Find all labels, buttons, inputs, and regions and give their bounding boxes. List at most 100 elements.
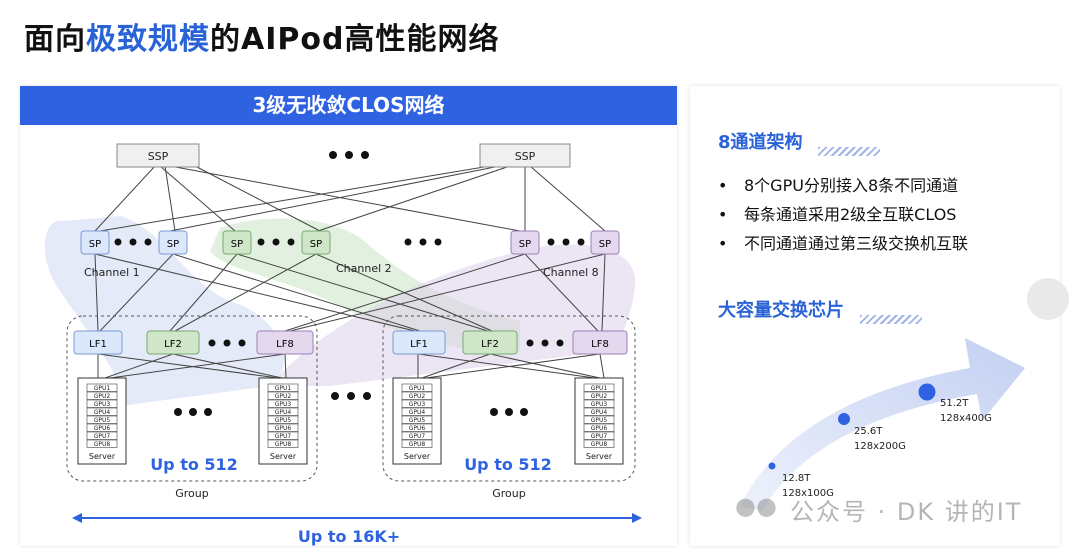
growth-arrow	[740, 338, 1025, 511]
sp-node: SP	[301, 230, 331, 255]
gpu-label: GPU4	[94, 409, 111, 416]
bullet-item: 8个GPU分别接入8条不同通道	[718, 171, 968, 200]
gpu-label: GPU1	[94, 385, 111, 392]
gpu-slot	[583, 415, 615, 424]
gpu-slot	[401, 431, 433, 440]
gpu-slot	[267, 415, 299, 424]
group-label: Group	[492, 487, 526, 500]
svg-text:LF1: LF1	[410, 339, 428, 350]
gpu-slot	[86, 439, 118, 448]
channel-label: Channel 2	[336, 262, 392, 275]
sp-node: SP	[80, 230, 110, 255]
leaf-node: LF2	[146, 330, 200, 355]
leaf-server-links	[97, 353, 605, 379]
gpu-label: GPU6	[591, 425, 608, 432]
server-label: Server	[586, 452, 613, 461]
leaf-node: LF8	[572, 330, 628, 355]
gpu-slot	[86, 423, 118, 432]
bullet-item: 每条通道采用2级全互联CLOS	[718, 200, 968, 229]
gpu-slot	[267, 423, 299, 432]
gpu-label: GPU6	[275, 425, 292, 432]
ssp-ellipsis	[329, 151, 369, 159]
gpu-slot	[401, 391, 433, 400]
sp-node: SP	[590, 230, 620, 255]
svg-text:LF1: LF1	[89, 339, 107, 350]
svg-text:SP: SP	[89, 239, 101, 250]
svg-text:SSP: SSP	[515, 150, 536, 163]
chip-spec: 128x100G	[782, 488, 834, 499]
ssp-links	[94, 165, 606, 232]
chip-dot	[768, 462, 776, 470]
gpu-label: GPU5	[409, 417, 426, 424]
gpu-label: GPU5	[275, 417, 292, 424]
gpu-slot	[401, 399, 433, 408]
gpu-label: GPU8	[409, 441, 426, 448]
total-capacity: Up to 16K+	[298, 527, 400, 546]
gpu-label: GPU3	[591, 401, 608, 408]
clos-network-panel: 3级无收敛CLOS网络	[20, 86, 677, 546]
gpu-slot	[401, 383, 433, 392]
sp-node: SP	[158, 230, 188, 255]
chip-dot	[918, 383, 936, 401]
gpu-label: GPU7	[275, 433, 292, 440]
title-hatch	[818, 147, 880, 156]
wechat-icon: ●●	[735, 492, 777, 520]
chip-growth-graphic: 12.8T 128x100G 25.6T 128x200G 51.2T 128x…	[740, 338, 1025, 511]
gpu-slot	[267, 407, 299, 416]
gpu-slot	[401, 439, 433, 448]
group-box	[66, 315, 318, 482]
gpu-slot	[86, 399, 118, 408]
right-panel: 8通道架构 8个GPU分别接入8条不同通道 每条通道采用2级全互联CLOS 不同…	[690, 86, 1060, 546]
gpu-slot	[267, 383, 299, 392]
gpu-label: GPU5	[591, 417, 608, 424]
chip-spec: 128x200G	[854, 441, 906, 452]
svg-text:LF2: LF2	[164, 339, 182, 350]
gpu-slot	[583, 407, 615, 416]
svg-text:LF8: LF8	[276, 339, 294, 350]
panel-header: 3级无收敛CLOS网络	[20, 86, 677, 125]
channel-8-blob	[270, 244, 636, 386]
page-title: 面向极致规模的AIPod高性能网络	[24, 22, 500, 57]
gpu-label: GPU7	[94, 433, 111, 440]
ssp-node: SSP	[116, 143, 200, 168]
gpu-label: GPU8	[94, 441, 111, 448]
chip-capacity: 12.8T	[782, 473, 811, 484]
gpu-label: GPU1	[409, 385, 426, 392]
bullet-item: 不同通道通过第三级交换机互联	[718, 229, 968, 258]
gpu-slot	[401, 407, 433, 416]
svg-text:SP: SP	[167, 239, 179, 250]
gpu-slot	[86, 415, 118, 424]
svg-text:SP: SP	[599, 239, 611, 250]
channel-1-blob	[44, 216, 285, 406]
svg-text:SP: SP	[310, 239, 322, 250]
bullet-list: 8个GPU分别接入8条不同通道 每条通道采用2级全互联CLOS 不同通道通过第三…	[718, 171, 968, 258]
gpu-label: GPU7	[409, 433, 426, 440]
section-title-chips: 大容量交换芯片	[718, 300, 844, 321]
section-title-channels: 8通道架构	[718, 132, 803, 153]
gpu-label: GPU4	[409, 409, 426, 416]
gpu-label: GPU2	[94, 393, 111, 400]
gpu-slot	[583, 439, 615, 448]
decor-circle	[1027, 278, 1069, 320]
server-label: Server	[270, 452, 297, 461]
gpu-slot	[86, 391, 118, 400]
gpu-label: GPU1	[591, 385, 608, 392]
sp-ellipsis	[114, 238, 585, 246]
channel-label: Channel 1	[84, 266, 140, 279]
svg-text:SSP: SSP	[148, 150, 169, 163]
server-label: Server	[89, 452, 116, 461]
gpu-label: GPU3	[275, 401, 292, 408]
sp-leaf-links	[94, 253, 606, 332]
chip-capacity: 51.2T	[940, 398, 969, 409]
gpu-slot	[583, 399, 615, 408]
gpu-slot	[401, 415, 433, 424]
svg-text:LF8: LF8	[591, 339, 609, 350]
title-hatch	[860, 315, 922, 324]
svg-text:SP: SP	[231, 239, 243, 250]
gpu-slot	[583, 423, 615, 432]
chip-dot	[838, 413, 850, 425]
gpu-label: GPU2	[409, 393, 426, 400]
server-group: GPU1GPU2GPU3GPU4GPU5GPU6GPU7GPU8ServerGP…	[77, 377, 624, 465]
leaf-node: LF1	[73, 330, 123, 355]
